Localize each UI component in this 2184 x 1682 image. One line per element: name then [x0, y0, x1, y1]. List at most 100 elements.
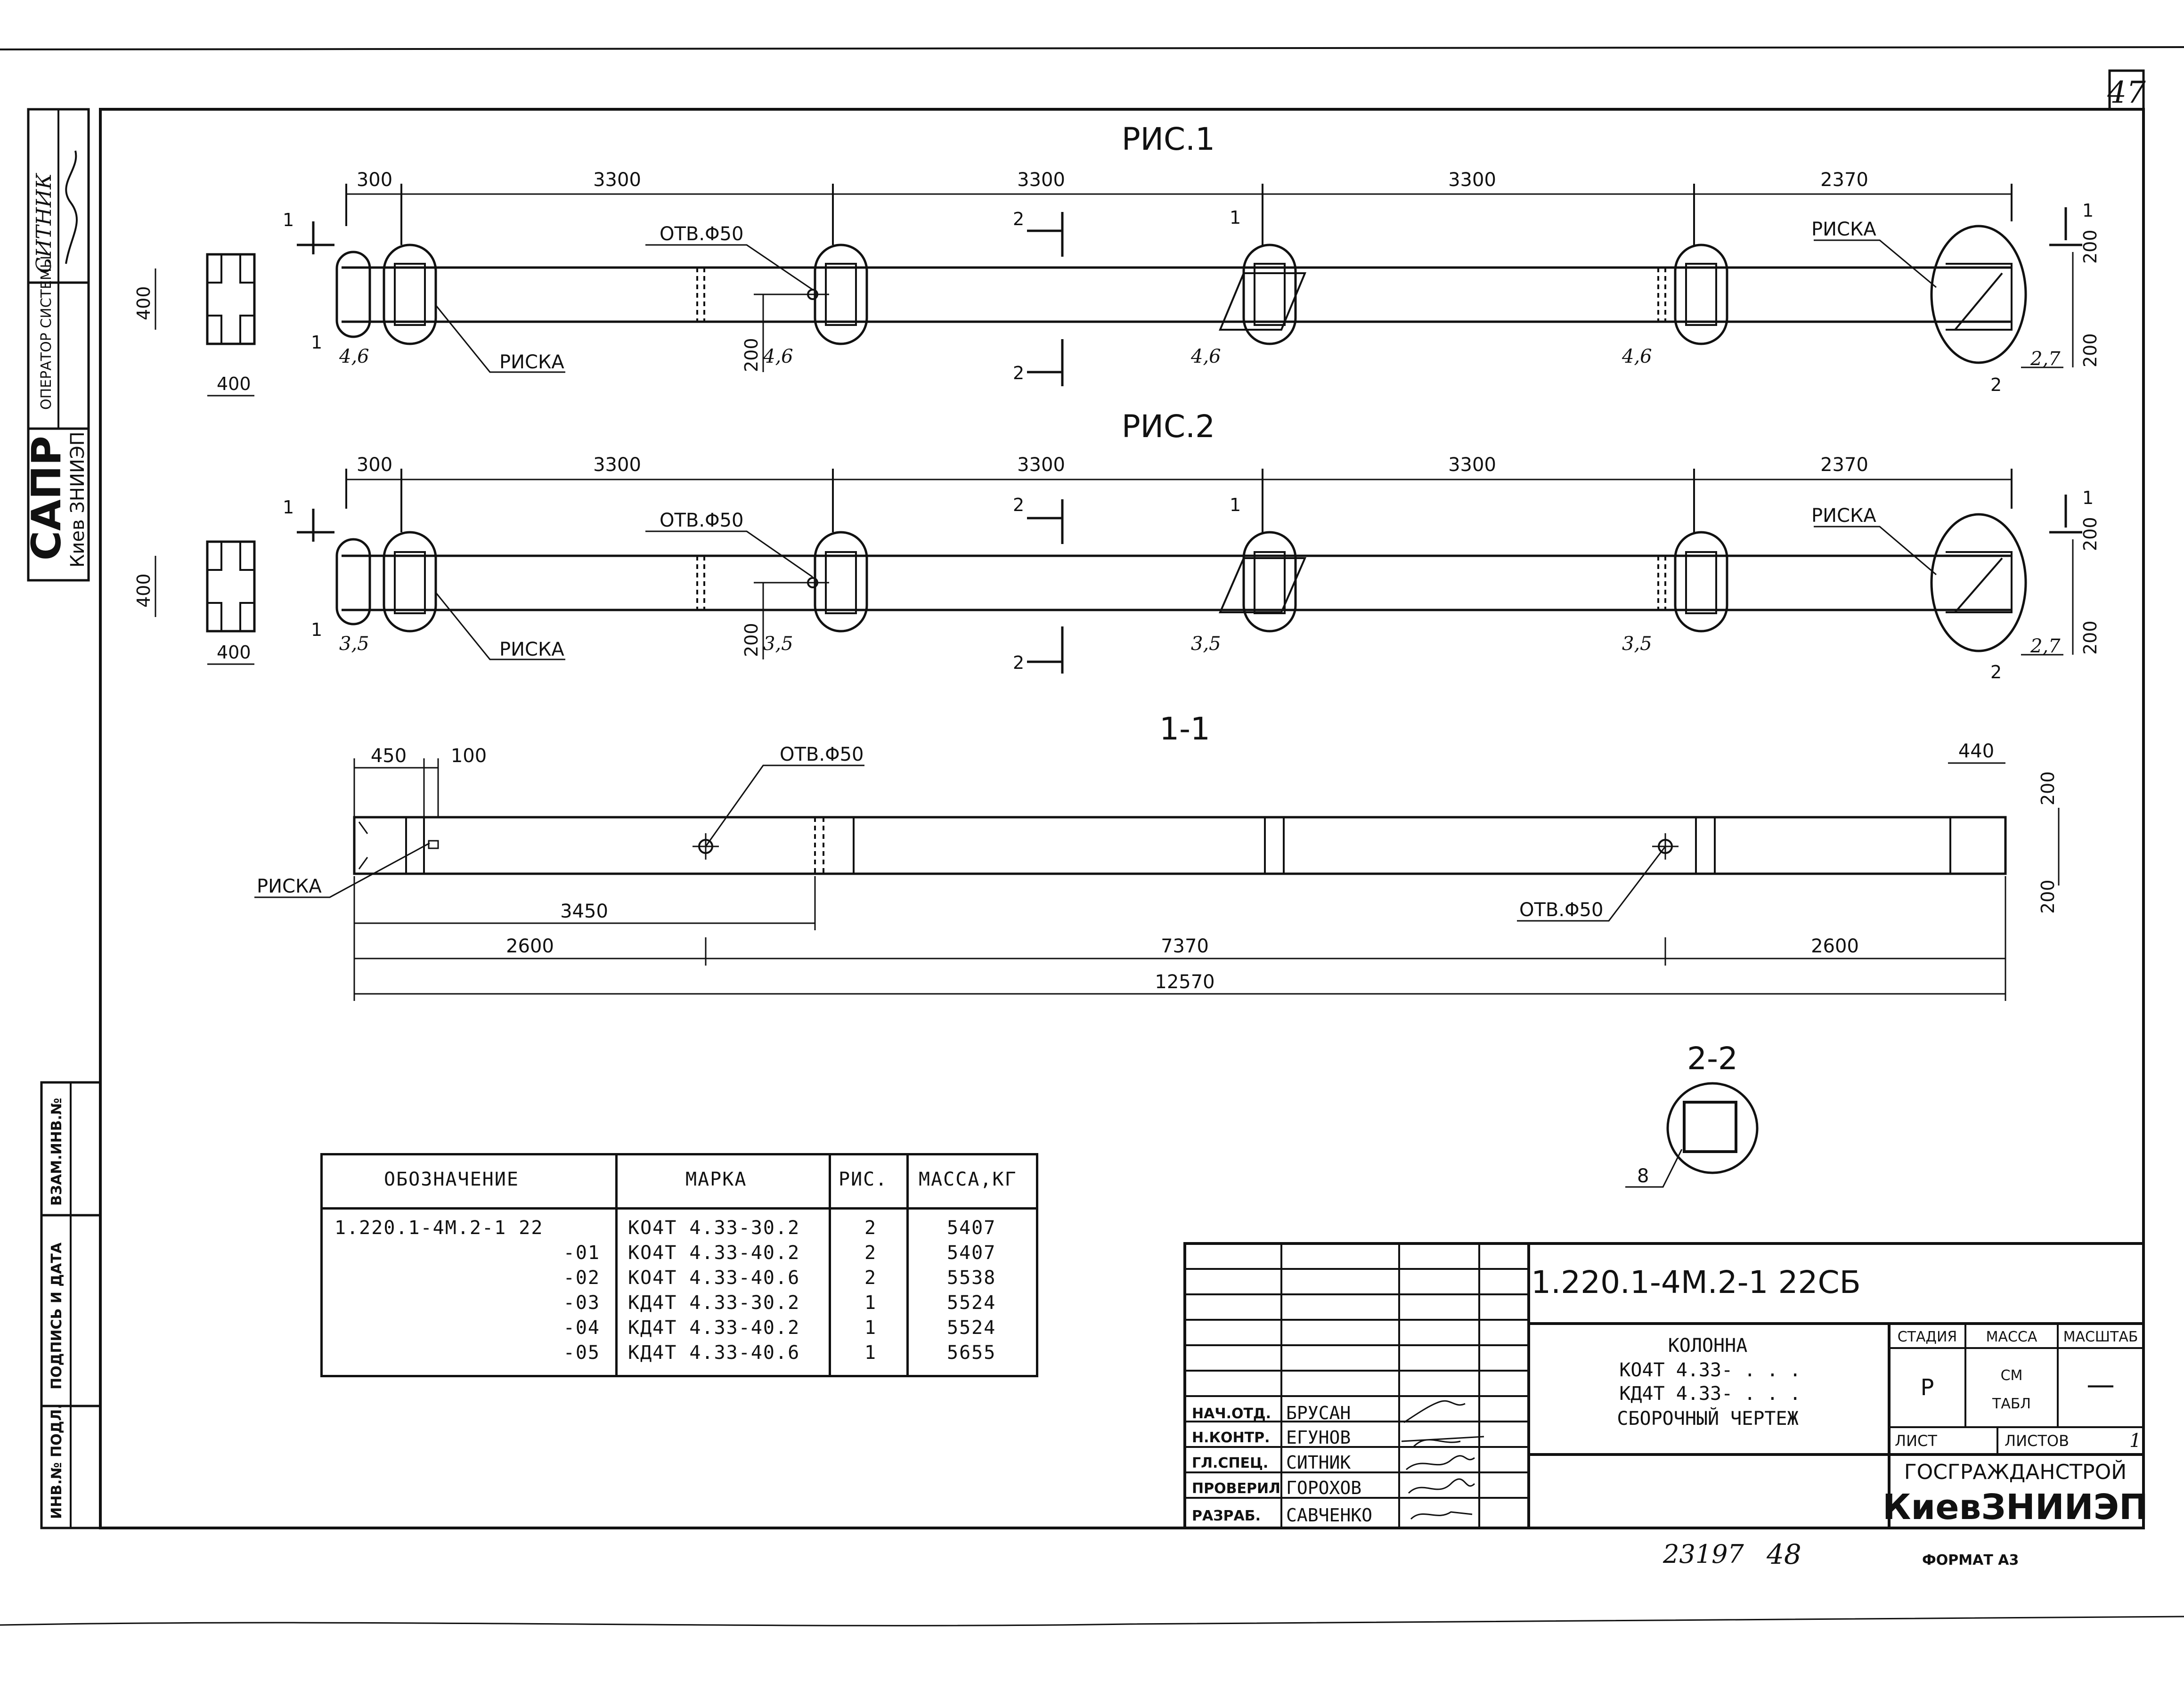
- mass-value-1: СМ: [2001, 1367, 2023, 1384]
- col-designation-header: ОБОЗНАЧЕНИЕ: [384, 1169, 519, 1190]
- operator-label: ОПЕРАТОР СИСТЕМЫ: [38, 256, 55, 410]
- table-row-mass: 5655: [947, 1342, 996, 1364]
- col-fig-header: РИС.: [839, 1169, 888, 1190]
- staff-role-3: ГЛ.СПЕЦ.: [1192, 1455, 1268, 1471]
- figure-2: РИС.2 300 3300 3300 3300 2370: [133, 408, 2101, 683]
- fig2-weld-2: 3,5: [763, 633, 793, 655]
- fig1-weld-1: 4,6: [339, 346, 369, 367]
- org-line-1: ГОСГРАЖДАНСТРОЙ: [1904, 1459, 2127, 1484]
- staff-name-3: СИТНИК: [1286, 1452, 1351, 1473]
- table-row-mark: КД4Т 4.33-40.2: [628, 1317, 800, 1339]
- fig1-dim-400-v: 400: [133, 286, 154, 320]
- fig1-weld-2: 4,6: [763, 346, 793, 367]
- fig2-dim-2370: 2370: [1820, 454, 1868, 476]
- table-row-fig: 2: [864, 1242, 877, 1264]
- fig2-dim-3300-a: 3300: [593, 454, 641, 476]
- sheets-value: 1: [2129, 1430, 2141, 1452]
- s11-dim-100: 100: [451, 745, 487, 767]
- fig1-weld-4: 4,6: [1622, 346, 1652, 367]
- fig1-dim-400-h: 400: [217, 374, 251, 394]
- s11-hole-label-top: ОТВ.Φ50: [780, 744, 864, 765]
- table-row-mass: 5407: [947, 1217, 996, 1239]
- s11-dim-12570: 12570: [1155, 971, 1214, 993]
- org-line-2: КиевЗНИИЭП: [1882, 1487, 2148, 1528]
- sheets-label: ЛИСТОВ: [2005, 1432, 2069, 1450]
- table-row-mark: КО4Т 4.33-40.2: [628, 1242, 800, 1264]
- staff-name-5: САВЧЕНКО: [1286, 1505, 1372, 1526]
- table-row-designation: -04: [563, 1317, 600, 1339]
- scale-value: —: [2086, 1368, 2115, 1401]
- table-row-fig: 2: [864, 1217, 877, 1239]
- field-replacement: ВЗАМ.ИНВ.№: [49, 1098, 65, 1206]
- fig2-dim-200-top: 200: [2080, 517, 2101, 551]
- table-row-designation: -05: [563, 1342, 600, 1364]
- scale-label: МАСШТАБ: [2063, 1329, 2138, 1345]
- fig1-sec-2-bot: 2: [1013, 363, 1024, 383]
- fig2-sec-2-bot: 2: [1013, 652, 1024, 673]
- s22-pos-8: 8: [1637, 1165, 1649, 1187]
- staff-name-2: ЕГУНОВ: [1286, 1427, 1351, 1448]
- fig2-weld-end: 2,7: [2030, 635, 2061, 657]
- s11-dim-2600-right: 2600: [1811, 935, 1859, 957]
- fig1-weld-3: 4,6: [1190, 346, 1221, 367]
- table-row-mass: 5524: [947, 1317, 996, 1339]
- fig2-mark-label-right: РИСКА: [1811, 505, 1876, 527]
- fig2-weld-4: 3,5: [1622, 633, 1652, 655]
- staff-role-5: РАЗРАБ.: [1192, 1508, 1261, 1524]
- section-1-1: 1-1 450 100 440 ОТВ.Φ50 РИСКА ОТВ.Φ50 20…: [254, 711, 2060, 1001]
- table-row-designation: 1.220.1-4М.2-1 22: [334, 1217, 544, 1239]
- spec-table: ОБОЗНАЧЕНИЕ МАРКА РИС. МАССА,КГ 1.220.1-…: [320, 1153, 1038, 1377]
- format-label: ФОРМАТ А3: [1922, 1552, 2019, 1568]
- section-2-2: 2-2 8: [1625, 1040, 1759, 1188]
- fig2-dim-200-vert: 200: [741, 623, 762, 657]
- fig2-dim-400-v: 400: [133, 573, 154, 608]
- field-signature-date: ПОДПИСЬ И ДАТА: [49, 1242, 65, 1389]
- fig1-dim-200-bot: 200: [2080, 333, 2101, 367]
- fig1-mark-label: РИСКА: [499, 351, 564, 373]
- table-row-mark: КО4Т 4.33-30.2: [628, 1217, 800, 1239]
- col-mass-header: МАССА,КГ: [919, 1169, 1017, 1190]
- archive-number: 23197: [1662, 1539, 1744, 1569]
- s11-dim-450: 450: [371, 745, 407, 767]
- staff-role-2: Н.КОНТР.: [1192, 1430, 1270, 1446]
- fig1-dim-300: 300: [357, 169, 392, 191]
- table-row-mass: 5524: [947, 1292, 996, 1314]
- fig2-dim-200-bot: 200: [2080, 620, 2101, 655]
- fig2-sec-1-left: 1: [283, 497, 294, 518]
- s11-dim-440: 440: [1958, 740, 1994, 762]
- cad-label: САПР: [23, 436, 70, 561]
- staff-role-1: НАЧ.ОТД.: [1192, 1406, 1271, 1422]
- title-block-text: 1.220.1-4М.2-1 22СБ КОЛОННА КО4Т 4.33- .…: [1192, 1264, 2148, 1528]
- mass-value-2: ТАБЛ: [1992, 1396, 2031, 1412]
- fig2-dim-3300-c: 3300: [1448, 454, 1496, 476]
- side-stamp-fields: ВЗАМ.ИНВ.№ ПОДПИСЬ И ДАТА ИНВ.№ ПОДЛ.: [40, 1081, 102, 1529]
- fig2-pos-2: 2: [1990, 662, 2002, 683]
- table-row-mark: КО4Т 4.33-40.6: [628, 1267, 800, 1289]
- table-row-fig: 1: [864, 1317, 877, 1339]
- s11-mark-label: РИСКА: [257, 876, 322, 897]
- fig1-dim-3300-a: 3300: [593, 169, 641, 191]
- figure-1: РИС.1 300 3300 3300 3300 2370: [133, 121, 2101, 397]
- fig1-pos-2: 2: [1990, 374, 2002, 395]
- fig2-dim-400-h: 400: [217, 642, 251, 663]
- fig2-dim-3300-b: 3300: [1017, 454, 1065, 476]
- s11-dim-2600-left: 2600: [506, 935, 554, 957]
- staff-role-4: ПРОВЕРИЛ: [1192, 1480, 1280, 1497]
- item-name-3: КД4Т 4.33- . . .: [1619, 1383, 1801, 1405]
- table-row-fig: 1: [864, 1342, 877, 1364]
- fig1-title: РИС.1: [1122, 121, 1215, 157]
- table-row-fig: 2: [864, 1267, 877, 1289]
- spec-table-header: [323, 1155, 1036, 1210]
- table-row-mark: КД4Т 4.33-30.2: [628, 1292, 800, 1314]
- page-number: 47: [2107, 75, 2146, 110]
- fig1-sec-1-right: 1: [2082, 200, 2094, 221]
- fig1-dim-3300-b: 3300: [1017, 169, 1065, 191]
- table-row-mark: КД4Т 4.33-40.6: [628, 1342, 800, 1364]
- s11-title: 1-1: [1159, 711, 1210, 747]
- staff-name-1: БРУСАН: [1286, 1403, 1351, 1423]
- table-row-designation: -03: [563, 1292, 600, 1314]
- operator-name: СИТНИК: [32, 173, 56, 273]
- fig1-dim-2370: 2370: [1820, 169, 1868, 191]
- s11-dim-7370: 7370: [1161, 935, 1209, 957]
